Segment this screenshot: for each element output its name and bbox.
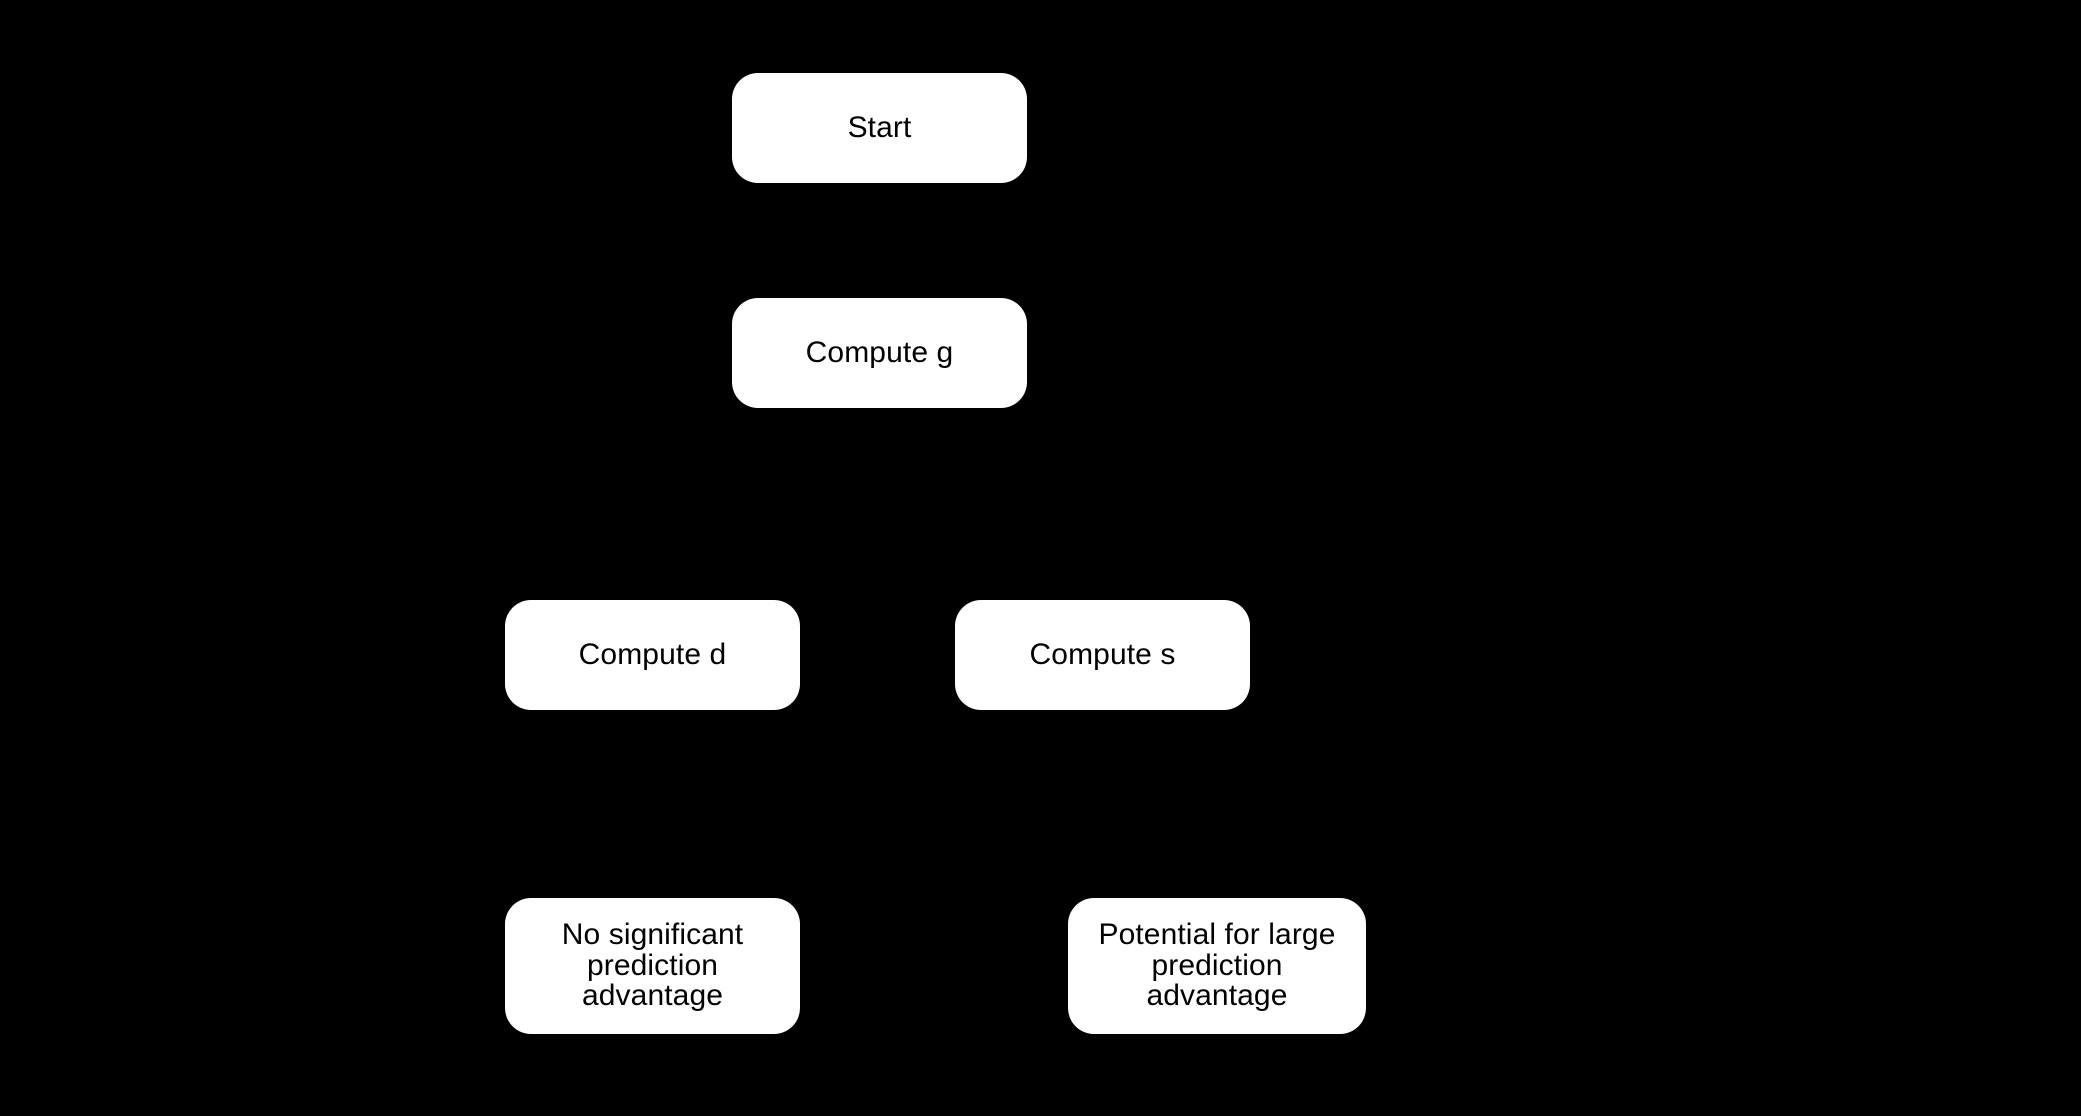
node-compute-g-label: Compute g [805,335,954,369]
node-potential-for-large-prediction-advantage-label: Potential for large prediction advantage [1098,917,1336,1013]
edge-compute-s-to-large-advantage [1101,710,1228,901]
node-no-significant-prediction-advantage-label: No significant prediction advantage [561,917,744,1013]
node-compute-g[interactable]: Compute g [732,298,1027,408]
node-compute-s[interactable]: Compute s [955,600,1250,710]
node-compute-s-label: Compute s [1029,637,1176,671]
node-compute-d[interactable]: Compute d [505,600,800,710]
edge-compute-g-to-compute-s [878,408,1113,603]
node-no-significant-prediction-advantage[interactable]: No significant prediction advantage [505,898,800,1034]
node-compute-d-label: Compute d [578,637,727,671]
node-potential-for-large-prediction-advantage[interactable]: Potential for large prediction advantage [1068,898,1366,1034]
node-start[interactable]: Start [732,73,1027,183]
node-start-label: Start [847,110,912,144]
edge-compute-g-to-compute-d [642,408,881,603]
